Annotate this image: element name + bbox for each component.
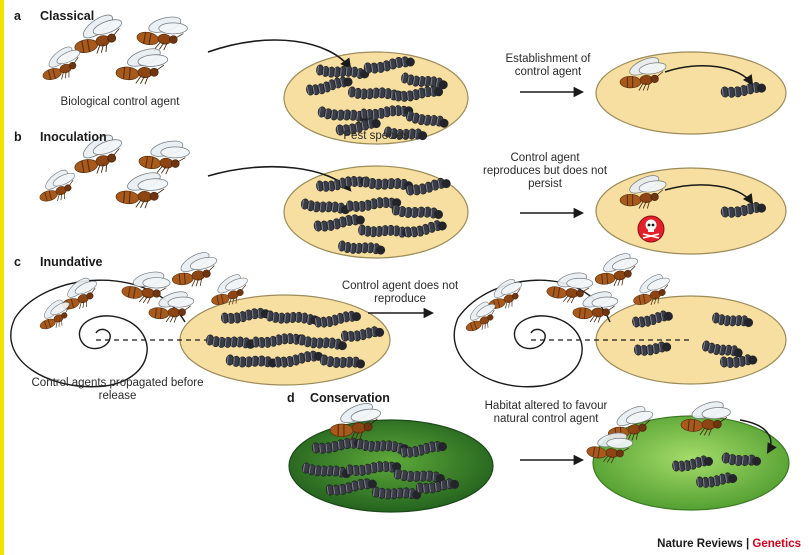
panel-title-inundative: Inundative xyxy=(40,255,103,269)
result-label-c: Control agent does not reproduce xyxy=(330,280,470,306)
footer-publisher: Nature Reviews xyxy=(657,538,743,550)
result-label-b: Control agent reproduces but does not pe… xyxy=(482,152,608,191)
result-arena-a xyxy=(596,52,786,134)
panel-letter-d: d xyxy=(287,391,295,405)
wasp-icon xyxy=(34,164,81,205)
wasp-icon xyxy=(593,249,641,288)
skull-badge-icon xyxy=(638,216,664,242)
agent-label: Biological control agent xyxy=(30,96,210,109)
panel-letter-a: a xyxy=(14,9,21,23)
panel-title-inoculation: Inoculation xyxy=(40,130,107,144)
panel-title-conservation: Conservation xyxy=(310,391,390,405)
result-label-a: Establishment of control agent xyxy=(488,53,608,79)
journal-footer: Nature Reviews | Genetics xyxy=(657,538,801,550)
wasp-icon xyxy=(170,248,220,288)
result-label-d: Habitat altered to favour natural contro… xyxy=(478,400,614,426)
footer-journal: Genetics xyxy=(752,538,801,550)
footer-separator: | xyxy=(743,538,753,550)
panel-title-classical: Classical xyxy=(40,9,94,23)
wasp-icon xyxy=(115,42,170,86)
wasp-icon xyxy=(136,8,191,54)
pest-label: Pest species xyxy=(316,130,436,143)
panel-letter-c: c xyxy=(14,255,21,269)
propagated-label: Control agents propagated before release xyxy=(30,377,205,403)
panel-letter-b: b xyxy=(14,130,22,144)
propagation-spiral-right xyxy=(454,280,610,387)
wasp-icon xyxy=(138,132,193,178)
